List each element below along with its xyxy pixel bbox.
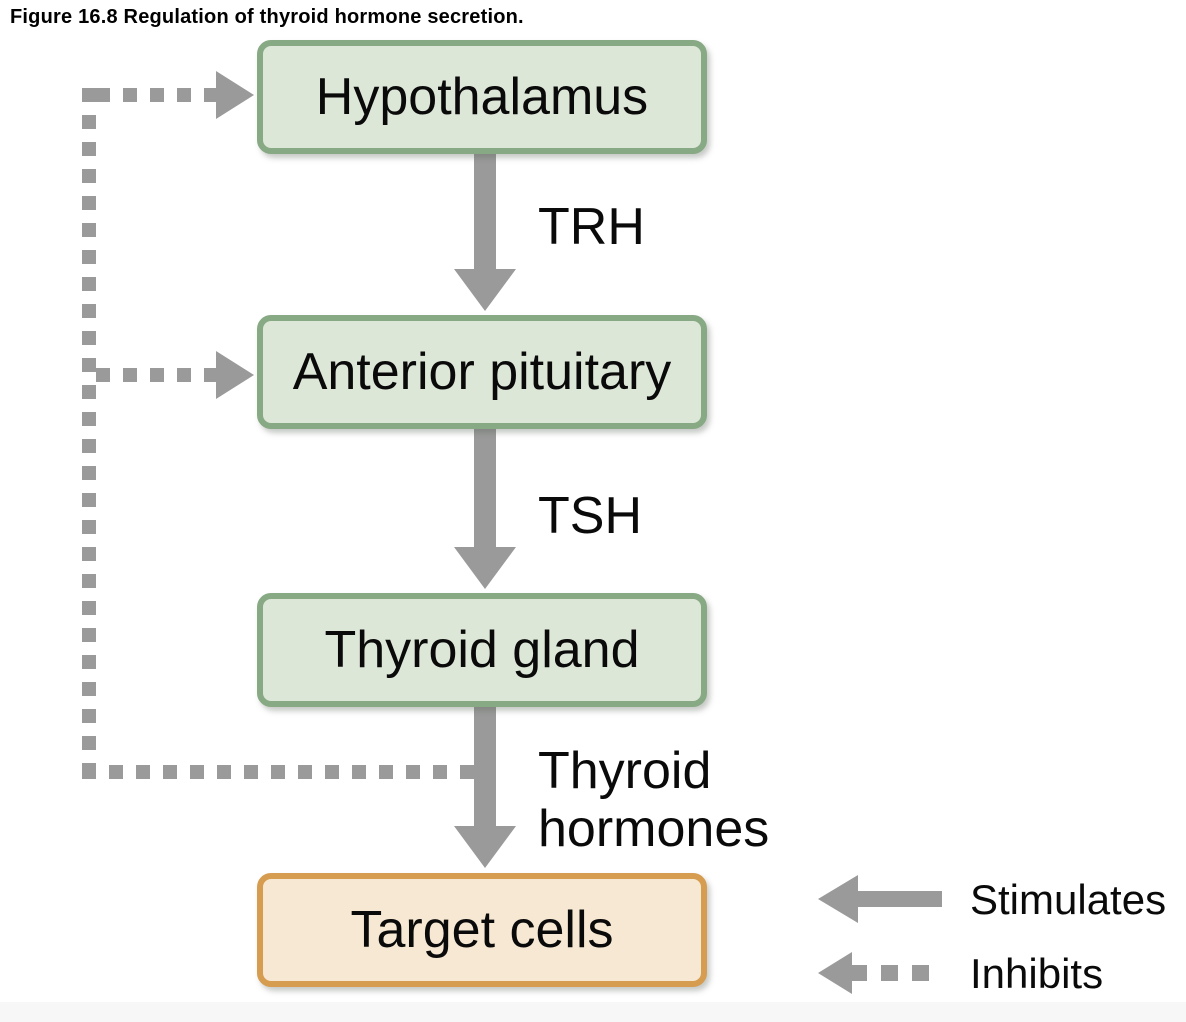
thyroid-hormones-arrow-shaft: [474, 707, 496, 826]
box-target-cells-label: Target cells: [350, 901, 614, 959]
legend-inhibits-label: Inhibits: [970, 950, 1104, 997]
tsh-label: TSH: [538, 487, 642, 545]
thyroid-hormones-label: Thyroid hormones: [538, 742, 770, 859]
tsh-arrow-shaft: [474, 429, 496, 547]
tsh-arrowhead-icon: [454, 547, 516, 589]
page-margin-strip: [0, 1002, 1186, 1022]
legend-inhibits-arrow-dashes: [850, 965, 942, 981]
box-thyroid-gland-label: Thyroid gland: [324, 621, 640, 679]
inhibit-arrowhead-hypothalamus-icon: [216, 71, 254, 119]
feedback-line-to-hypothalamus: [96, 88, 217, 102]
box-hypothalamus: Hypothalamus: [257, 40, 707, 154]
thyroid-hormones-arrowhead-icon: [454, 826, 516, 868]
box-hypothalamus-label: Hypothalamus: [315, 68, 649, 126]
feedback-line-vertical: [82, 88, 96, 779]
legend-stimulates-label: Stimulates: [970, 876, 1167, 923]
trh-arrow-shaft: [474, 153, 496, 269]
legend-inhibits-arrow-icon: [818, 952, 852, 994]
figure-title: Figure 16.8 Regulation of thyroid hormon…: [10, 6, 524, 28]
trh-label: TRH: [538, 198, 645, 256]
box-anterior-pituitary-label: Anterior pituitary: [292, 343, 672, 401]
trh-arrowhead-icon: [454, 269, 516, 311]
box-thyroid-gland: Thyroid gland: [257, 593, 707, 707]
legend-stimulates-arrow-shaft: [856, 891, 942, 907]
box-target-cells: Target cells: [257, 873, 707, 987]
legend-stimulates-arrow-icon: [818, 875, 858, 923]
box-anterior-pituitary: Anterior pituitary: [257, 315, 707, 429]
feedback-line-bottom: [82, 765, 474, 779]
inhibit-arrowhead-anterior-pituitary-icon: [216, 351, 254, 399]
feedback-line-to-anterior-pituitary: [96, 368, 217, 382]
